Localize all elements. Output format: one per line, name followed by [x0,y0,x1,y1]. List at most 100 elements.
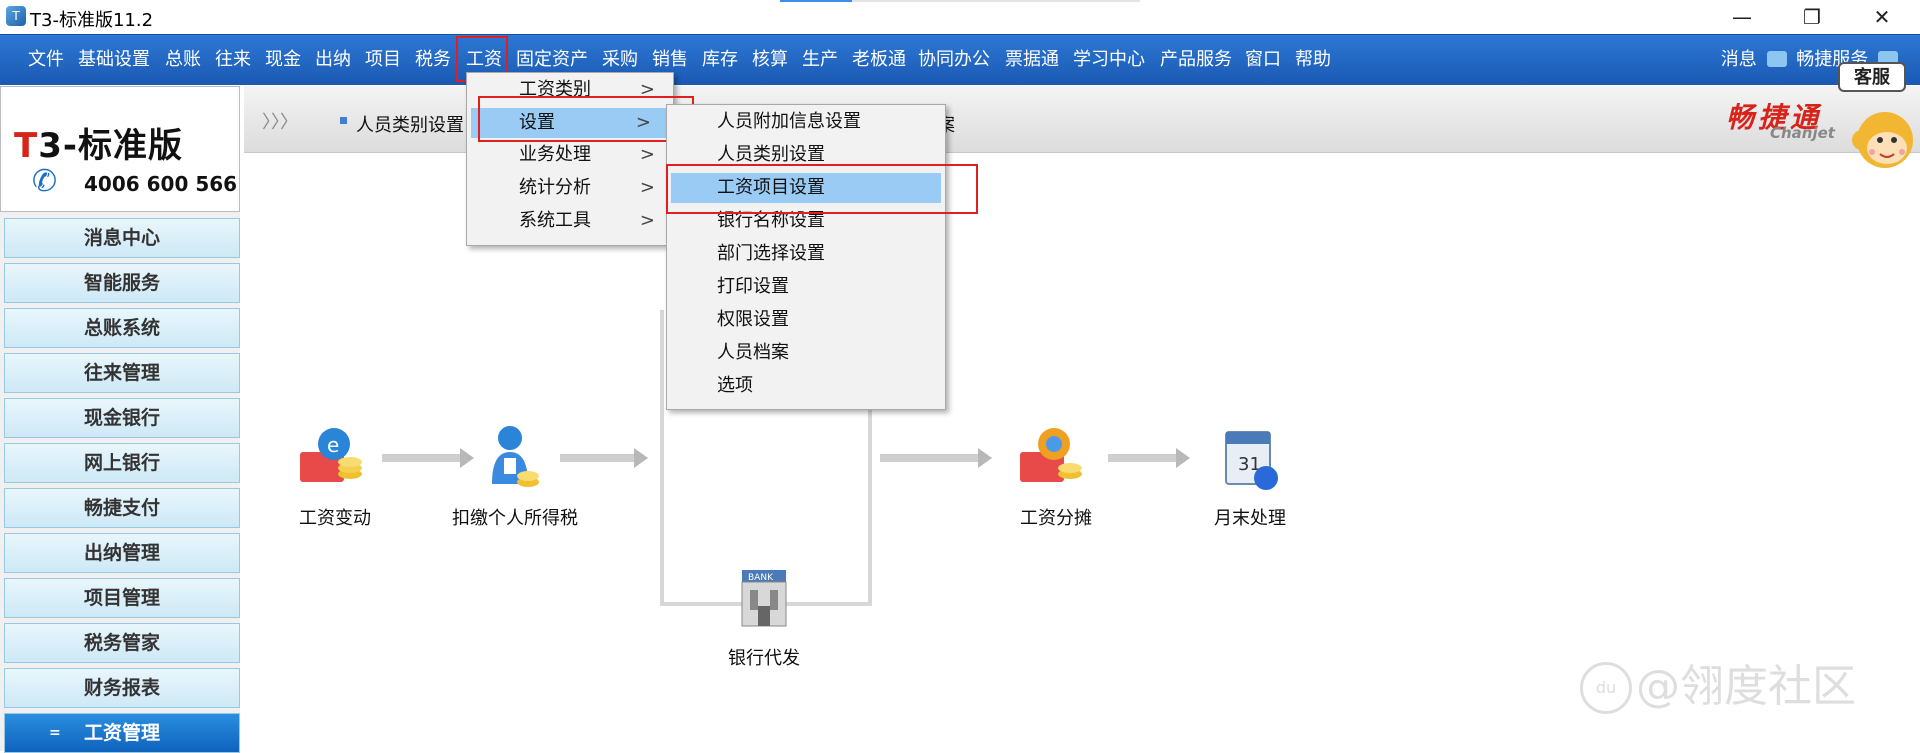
close-button[interactable]: ✕ [1873,5,1891,29]
menu-fixed-assets[interactable]: 固定资产 [516,49,588,70]
sidebar-item-reports[interactable]: 财务报表 [4,668,240,708]
logo-panel [0,86,240,212]
menu-collab-office[interactable]: 协同办公 [918,49,990,70]
sidebar-item-tax[interactable]: 税务管家 [4,623,240,663]
menu-general-ledger[interactable]: 总账 [165,49,201,70]
sidebar-item-online-bank[interactable]: 网上银行 [4,443,240,483]
monkey-mascot-icon[interactable] [1852,96,1918,192]
customer-service-button[interactable]: 客服 [1838,62,1906,92]
menu-project[interactable]: 项目 [365,49,401,70]
menu-entry-options[interactable]: 选项 [667,371,945,401]
title-bar [0,0,1920,34]
menu-entry-person-extra-info[interactable]: 人员附加信息设置 [667,107,945,137]
menu-window[interactable]: 窗口 [1245,49,1281,70]
chanjet-logo: 畅捷通 [1726,101,1823,134]
menu-file[interactable]: 文件 [28,49,64,70]
menu-entry-settings[interactable]: 设置> [471,108,669,138]
menu-entry-statistics[interactable]: 统计分析> [467,173,673,203]
sidebar-item-salary[interactable]: = 工资管理 [4,713,240,753]
flow-arrow [560,448,648,468]
menu-entry-print-settings[interactable]: 打印设置 [667,272,945,302]
salary-menu: 工资类别> 设置> 业务处理> 统计分析> 系统工具> [466,72,674,246]
menu-help[interactable]: 帮助 [1295,49,1331,70]
menu-receivables[interactable]: 往来 [215,49,251,70]
menu-entry-label: 设置 [519,112,555,133]
menu-learning-center[interactable]: 学习中心 [1073,49,1145,70]
menu-entry-label: 人员附加信息设置 [717,111,861,132]
month-end-calendar-icon[interactable]: 31 [1214,422,1288,496]
watermark: @翎度社区 [1636,661,1856,712]
bank-sign: BANK [748,573,774,583]
salary-allocation-icon[interactable] [1016,422,1090,496]
sidebar-item-cashier[interactable]: 出纳管理 [4,533,240,573]
progress-strip [780,0,1140,2]
menu-accounting[interactable]: 核算 [752,49,788,70]
minimize-button[interactable]: — [1732,5,1752,29]
workflow-label-salary-allocation: 工资分摊 [1020,508,1092,529]
t3-app-icon: T [6,6,26,26]
menu-entry-label: 银行名称设置 [717,210,825,231]
menu-entry-label: 打印设置 [717,276,789,297]
bullet-icon [340,117,347,124]
toolbar-link-person-category[interactable]: 人员类别设置 [356,115,464,136]
salary-change-icon[interactable]: e [296,422,370,496]
menu-entry-bank-names[interactable]: 银行名称设置 [667,206,945,236]
menu-inventory[interactable]: 库存 [702,49,738,70]
menu-entry-label: 部门选择设置 [717,243,825,264]
sidebar-item-project[interactable]: 项目管理 [4,578,240,618]
sidebar-item-smart-service[interactable]: 智能服务 [4,263,240,303]
sidebar-item-cash-bank[interactable]: 现金银行 [4,398,240,438]
sidebar-item-chanjet-pay[interactable]: 畅捷支付 [4,488,240,528]
progress-strip-fill [780,0,852,2]
restore-button[interactable]: ❐ [1803,5,1821,29]
flow-arrow [880,448,992,468]
chevron-right-icon: > [639,79,655,100]
menu-production[interactable]: 生产 [802,49,838,70]
menu-entry-label: 人员类别设置 [717,144,825,165]
watermark-badge: du [1580,662,1632,714]
menu-entry-person-category[interactable]: 人员类别设置 [667,140,945,170]
menu-entry-person-archive[interactable]: 人员档案 [667,338,945,368]
menu-entry-label: 工资项目设置 [717,177,825,198]
chevron-right-icon: > [639,144,655,165]
menu-basic-settings[interactable]: 基础设置 [78,49,150,70]
menu-entry-department-select[interactable]: 部门选择设置 [667,239,945,269]
menu-entry-permissions[interactable]: 权限设置 [667,305,945,335]
menu-entry-salary-items[interactable]: 工资项目设置 [671,173,941,203]
menu-sales[interactable]: 销售 [652,49,688,70]
chat-icon [1766,51,1787,67]
menu-purchase[interactable]: 采购 [602,49,638,70]
menu-salary[interactable]: 工资 [466,49,502,70]
menu-boss[interactable]: 老板通 [852,49,906,70]
sidebar-item-general-ledger[interactable]: 总账系统 [4,308,240,348]
menu-entry-business[interactable]: 业务处理 > [467,140,673,170]
workflow-label-month-end: 月末处理 [1214,508,1286,529]
menu-entry-label: 系统工具 [519,210,591,231]
phone-number: 4006 600 566 [84,172,238,196]
active-bullet: = [49,725,61,741]
menu-cashier[interactable]: 出纳 [315,49,351,70]
income-tax-icon[interactable] [474,422,548,496]
settings-submenu: 人员附加信息设置 人员类别设置 工资项目设置 银行名称设置 部门选择设置 打印设… [666,104,946,410]
menu-invoice[interactable]: 票据通 [1005,49,1059,70]
chevron-right-icon: > [639,177,655,198]
menu-entry-system-tools[interactable]: 系统工具 > [467,206,673,236]
sidebar-item-receivables[interactable]: 往来管理 [4,353,240,393]
sidebar: 消息中心 智能服务 总账系统 往来管理 现金银行 网上银行 畅捷支付 出纳管理 … [0,212,240,753]
logo-rest: 3-标准版 [38,126,183,166]
menu-cash[interactable]: 现金 [265,49,301,70]
sidebar-item-message-center[interactable]: 消息中心 [4,218,240,258]
menu-entry-label: 业务处理 [519,144,591,165]
menu-tax[interactable]: 税务 [415,49,451,70]
menu-entry-salary-category[interactable]: 工资类别> [467,75,673,105]
logo-t: T [14,126,39,166]
workflow-label-income-tax: 扣缴个人所得税 [452,508,578,529]
messages-link[interactable]: 消息 [1720,49,1757,70]
workflow-label-salary-change: 工资变动 [299,508,371,529]
menu-product-service[interactable]: 产品服务 [1160,49,1232,70]
chevron-right-icon: > [639,210,655,231]
expand-chevron-icon[interactable]: 〉〉〉 [262,112,298,133]
bank-icon[interactable]: BANK [728,562,802,636]
flow-arrow [382,448,474,468]
menu-entry-label: 选项 [717,375,753,396]
